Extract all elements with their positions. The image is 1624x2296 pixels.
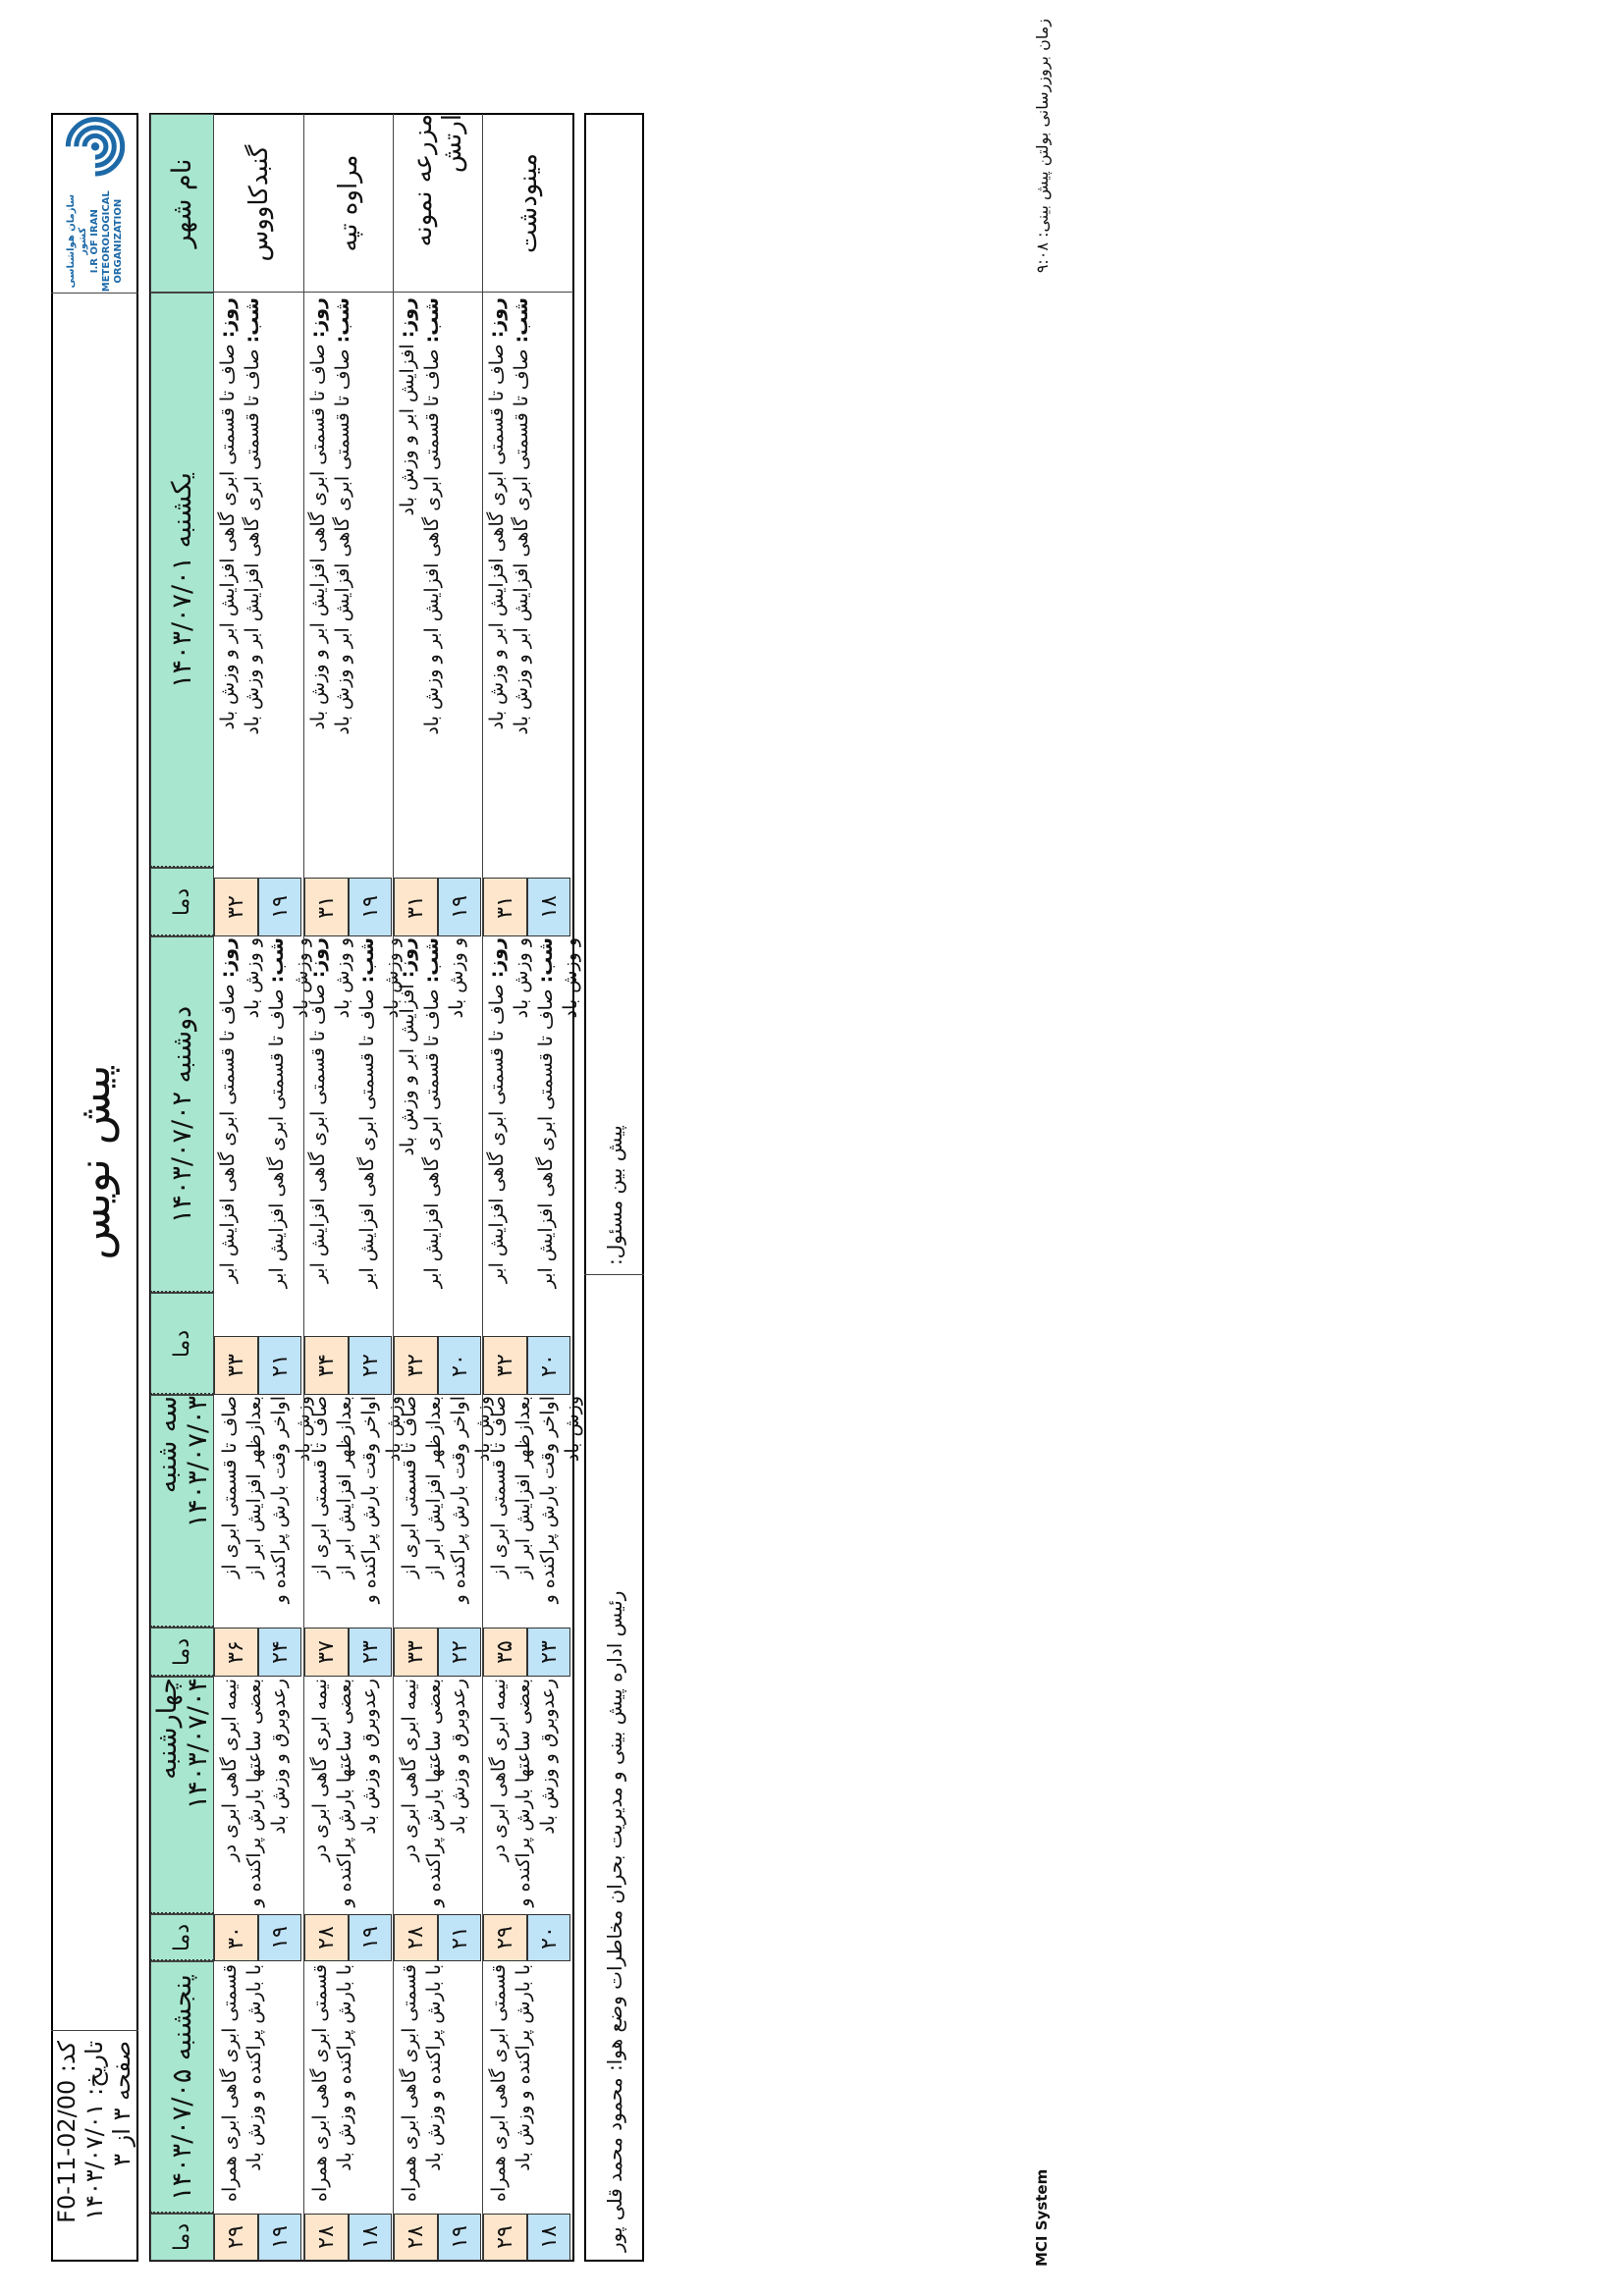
page-title: پیش نویس (70, 1064, 120, 1260)
day-header-5: پنجشنبه ۱۴۰۳/۰۷/۰۵ (150, 1961, 214, 2214)
forecast-text: روز: صاف تا قسمتی ابری گاهی افزایش ابر و… (307, 937, 403, 1289)
high-temp: ۳۱ (394, 878, 438, 936)
high-temp: ۳۶ (214, 1628, 258, 1677)
low-temp: ۲۳ (527, 1628, 570, 1677)
head-of-office: رئیس اداره پیش بینی و مدیریت بحران مخاطر… (602, 1590, 626, 2252)
low-temp: ۱۹ (438, 2214, 481, 2261)
forecast-text: قسمتی ابری گاهی ابری همراه با بارش پراکن… (219, 1964, 265, 2202)
high-temp: ۳۴ (304, 1336, 349, 1395)
forecast-text: روز: صاف تا قسمتی ابری گاهی افزایش ابر و… (486, 937, 581, 1289)
high-temp: ۳۳ (394, 1628, 438, 1677)
city-name: گنبدکاووس (244, 144, 274, 262)
high-temp: ۳۲ (214, 878, 258, 936)
temp-header: دما (150, 1914, 214, 1961)
day-header-1: یکشنبه ۱۴۰۳/۰۷/۰۱ (150, 293, 214, 868)
forecast-text: روز: افزایش ابر و وزش باد شب: صاف تا قسم… (397, 937, 467, 1289)
high-temp: ۳۲ (483, 1336, 527, 1395)
city-name: مینودشت (513, 153, 543, 253)
high-temp: ۲۹ (483, 2214, 527, 2261)
day-header-3: سه شنبه ۱۴۰۳/۰۷/۰۳ (150, 1395, 214, 1628)
code-label: کد: (53, 2041, 81, 2073)
forecast-text: روز: صاف تا قسمتی ابری گاهی افزایش ابر و… (307, 297, 353, 735)
forecast-text: روز: صاف تا قسمتی ابری گاهی افزایش ابر و… (217, 937, 312, 1289)
temp-header: دما (150, 1293, 214, 1395)
forecast-text: قسمتی ابری گاهی ابری همراه با بارش پراکن… (488, 1964, 534, 2202)
city-name: مزرعه نمونه ارتش (407, 114, 467, 247)
low-temp: ۱۹ (258, 1914, 301, 1961)
low-temp: ۲۲ (349, 1336, 392, 1395)
low-temp: ۲۲ (438, 1628, 481, 1677)
high-temp: ۳۲ (394, 1336, 438, 1395)
low-temp: ۱۸ (349, 2214, 392, 2261)
low-temp: ۱۹ (438, 878, 481, 936)
update-time: زمان بروزرسانی بولتن پیش بینی: ۹:۰۸ (1033, 19, 1052, 274)
forecast-text: روز: افزایش ابر و وزش باد شب: صاف تا قسم… (397, 297, 443, 735)
table-row: ۲۸ ۱۸ قسمتی ابری گاهی ابری همراه با بارش… (304, 114, 405, 2261)
high-temp: ۲۹ (483, 1914, 527, 1961)
temp-header: دما (150, 1628, 214, 1677)
low-temp: ۲۱ (438, 1914, 481, 1961)
high-temp: ۲۸ (304, 2214, 349, 2261)
forecast-text: نیمه ابری گاهی ابری در بعضی ساعتها بارش … (219, 1679, 290, 1907)
org-logo: سازمان هواشناسی کشور I.R OF IRAN METEORO… (53, 115, 137, 294)
low-temp: ۲۰ (527, 1336, 570, 1395)
temp-header: دما (150, 868, 214, 936)
system-label: MCI System (1033, 2168, 1051, 2267)
org-name: سازمان هواشناسی کشور I.R OF IRAN METEORO… (66, 190, 124, 293)
forecast-text: روز: صاف تا قسمتی ابری گاهی افزایش ابر و… (486, 297, 532, 735)
org-logo-icon (65, 117, 126, 177)
table-row: ۲۸ ۱۹ قسمتی ابری گاهی ابری همراه با بارش… (394, 114, 494, 2261)
high-temp: ۳۰ (214, 1914, 258, 1961)
table-row: ۲۹ ۱۸ قسمتی ابری گاهی ابری همراه با بارش… (483, 114, 583, 2261)
forecast-text: نیمه ابری گاهی ابری در بعضی ساعتها بارش … (399, 1679, 469, 1907)
high-temp: ۲۹ (214, 2214, 258, 2261)
page-label: صفحه (108, 2041, 135, 2101)
forecaster-signature: پیش بین مسئول: (602, 1125, 626, 1265)
forecast-text: روز: صاف تا قسمتی ابری گاهی افزایش ابر و… (217, 297, 263, 735)
temp-header: دما (150, 2214, 214, 2261)
table-row: ۲۹ ۱۹ قسمتی ابری گاهی ابری همراه با بارش… (214, 114, 314, 2261)
high-temp: ۲۸ (394, 2214, 438, 2261)
forecast-text: صاف تا قسمتی ابری از بعدازظهر افزایش ابر… (399, 1396, 494, 1604)
low-temp: ۲۱ (258, 1336, 301, 1395)
forecast-text: نیمه ابری گاهی ابری در بعضی ساعتها بارش … (309, 1679, 380, 1907)
high-temp: ۳۱ (483, 878, 527, 936)
high-temp: ۳۱ (304, 878, 349, 936)
city-name: مراوه تپه (333, 154, 363, 252)
low-temp: ۲۰ (527, 1914, 570, 1961)
code-block: کد: F0-11-02/00 تاریخ: ۱۴۰۳/۰۷/۰۱ صفحه ۳… (53, 2041, 137, 2252)
forecast-text: صاف تا قسمتی ابری از بعدازظهر افزایش ابر… (488, 1396, 583, 1604)
forecast-text: نیمه ابری گاهی ابری در بعضی ساعتها بارش … (488, 1679, 559, 1907)
low-temp: ۱۹ (258, 878, 301, 936)
day-header-4: چهارشنبه ۱۴۰۳/۰۷/۰۴ (150, 1677, 214, 1914)
low-temp: ۱۹ (349, 878, 392, 936)
page-of: از (108, 2128, 135, 2147)
low-temp: ۲۰ (438, 1336, 481, 1395)
date-value: ۱۴۰۳/۰۷/۰۱ (81, 2103, 108, 2220)
low-temp: ۱۸ (527, 2214, 570, 2261)
page-number: ۳ (108, 2108, 135, 2121)
high-temp: ۳۷ (304, 1628, 349, 1677)
day-header-2: دوشنبه ۱۴۰۳/۰۷/۰۲ (150, 936, 214, 1293)
low-temp: ۲۴ (258, 1628, 301, 1677)
city-header: نام شهر (150, 114, 214, 293)
forecast-text: قسمتی ابری گاهی ابری همراه با بارش پراکن… (309, 1964, 355, 2202)
forecast-text: قسمتی ابری گاهی ابری همراه با بارش پراکن… (399, 1964, 445, 2202)
low-temp: ۲۳ (349, 1628, 392, 1677)
low-temp: ۱۹ (258, 2214, 301, 2261)
code-value: F0-11-02/00 (53, 2079, 81, 2223)
high-temp: ۳۳ (214, 1336, 258, 1395)
date-label: تاریخ: (81, 2041, 108, 2096)
high-temp: ۲۸ (394, 1914, 438, 1961)
high-temp: ۳۵ (483, 1628, 527, 1677)
forecast-text: صاف تا قسمتی ابری از بعدازظهر افزایش ابر… (219, 1396, 314, 1604)
low-temp: ۱۸ (527, 878, 570, 936)
high-temp: ۲۸ (304, 1914, 349, 1961)
page-total: ۳ (108, 2153, 135, 2166)
forecast-text: صاف تا قسمتی ابری از بعدازظهر افزایش ابر… (309, 1396, 405, 1604)
low-temp: ۱۹ (349, 1914, 392, 1961)
